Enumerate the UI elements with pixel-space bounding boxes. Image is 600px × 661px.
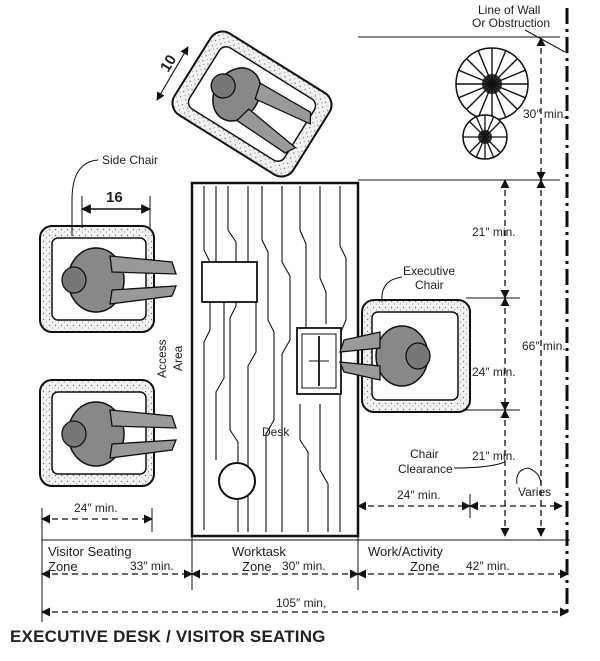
varies-label: Varies: [518, 485, 551, 499]
page-title: EXECUTIVE DESK / VISITOR SEATING: [10, 627, 326, 646]
wall-label: Line of Wall: [478, 3, 540, 17]
dim-105: 105″ min,: [276, 596, 326, 610]
dim-30-top: 30″ min.: [523, 107, 567, 121]
dim-30: 30″ min.: [282, 559, 326, 573]
chair-clear-label-2: Clearance: [398, 462, 453, 476]
exec-chair-label: Executive: [403, 264, 455, 278]
zone-visitor-2: Zone: [48, 559, 78, 574]
dim-24-right: 24″ min.: [397, 488, 441, 502]
visitor-chair-2: [39, 379, 177, 487]
dim-16: 16: [106, 189, 123, 206]
access-label-2: Area: [171, 345, 185, 371]
wall-label-2: Or Obstruction: [472, 16, 550, 30]
zone-work: Work/Activity: [368, 544, 443, 559]
chair-clear-label: Chair: [410, 447, 439, 461]
plant-small: [462, 114, 508, 160]
zone-work-2: Zone: [410, 559, 440, 574]
dim-21b: 21″ min.: [472, 449, 516, 463]
dim-24-left: 24″ min.: [74, 501, 118, 515]
side-chair-label: Side Chair: [102, 153, 158, 167]
visitor-chair-1: [39, 225, 177, 333]
executive-chair: [338, 299, 471, 413]
side-chair-top: [171, 30, 333, 178]
dim-42: 42″ min.: [466, 559, 510, 573]
desk-label: Desk: [262, 425, 290, 439]
wall-leader: [524, 29, 566, 53]
zone-worktask: Worktask: [232, 544, 286, 559]
zone-worktask-2: Zone: [242, 559, 272, 574]
dim-21a: 21″ min.: [472, 225, 516, 239]
dim-66: 66″ min.: [522, 339, 566, 353]
access-label: Access: [155, 339, 169, 378]
dim-33: 33″ min.: [130, 559, 174, 573]
exec-chair-label-2: Chair: [415, 278, 444, 292]
plant-large: [455, 47, 529, 121]
side-chair-leader: [71, 159, 99, 236]
dim-10-line: [156, 46, 189, 101]
desk: [190, 181, 360, 538]
dim-10: 10: [157, 52, 180, 75]
exec-chair-leader: [381, 276, 403, 303]
zone-visitor: Visitor Seating: [48, 544, 132, 559]
dim-24-side: 24″ min.: [472, 365, 516, 379]
